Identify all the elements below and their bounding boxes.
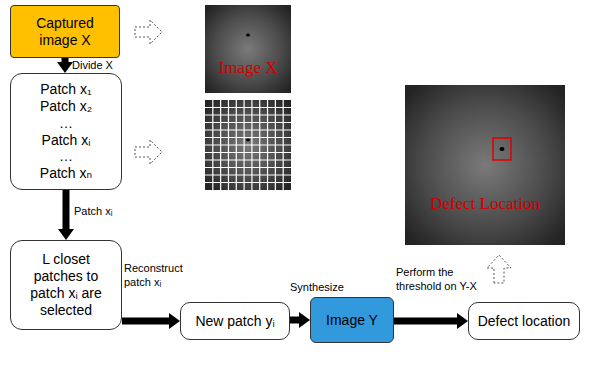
arrow-shaft [63, 190, 70, 230]
defect-image [405, 85, 565, 245]
arrow-shaft [290, 317, 300, 324]
arrow-head [57, 62, 73, 73]
arrow-head [457, 313, 468, 329]
node-text: Patch xᵢ [42, 132, 91, 149]
arrow-shaft [394, 318, 458, 325]
node-text: L closet patches to patch xᵢ are selecte… [17, 251, 115, 318]
image-caption: Defect Location [430, 194, 540, 214]
hollow-arrow [135, 20, 162, 44]
flow-arrow [290, 312, 310, 328]
hollow-arrow [487, 255, 511, 283]
flow-arrow [122, 313, 180, 329]
output-image-box: Image Y [310, 297, 394, 343]
node-text: New patch yᵢ [195, 313, 274, 330]
edge-label: Synthesize [290, 281, 350, 295]
node-text: Patch xₙ [40, 165, 92, 182]
node-text: … [59, 115, 73, 132]
defect-dot [246, 34, 250, 37]
image-caption: Image X [218, 58, 277, 78]
hollow-arrow [135, 140, 162, 164]
arrow-head [299, 312, 310, 328]
edge-label: Divide X [72, 59, 132, 73]
node-text: Image Y [326, 312, 378, 329]
process-box: New patch yᵢ [180, 302, 290, 340]
captured-image [205, 5, 291, 93]
input-box: Captured image X [10, 5, 120, 58]
edge-label: Reconstruct patch xᵢ [124, 262, 188, 290]
arrow-head [58, 229, 74, 240]
edge-label: Perform the threshold on Y-X [396, 266, 488, 294]
arrow-shaft [122, 318, 170, 325]
patch-grid-image [205, 100, 291, 190]
flow-arrow [57, 58, 73, 73]
process-box: L closet patches to patch xᵢ are selecte… [10, 240, 122, 330]
result-box: Defect location [468, 302, 580, 340]
flow-arrow [58, 190, 74, 240]
flow-arrow [394, 313, 468, 329]
arrow-head [169, 313, 180, 329]
edge-label: Patch xᵢ [74, 205, 134, 219]
node-text: Patch x₁ [40, 81, 91, 98]
node-text: Captured image X [17, 15, 113, 49]
patch-list-box: Patch x₁Patch x₂…Patch xᵢ…Patch xₙ [10, 73, 122, 190]
node-text: Defect location [478, 313, 571, 330]
node-text: … [59, 148, 73, 165]
node-text: Patch x₂ [40, 98, 92, 115]
